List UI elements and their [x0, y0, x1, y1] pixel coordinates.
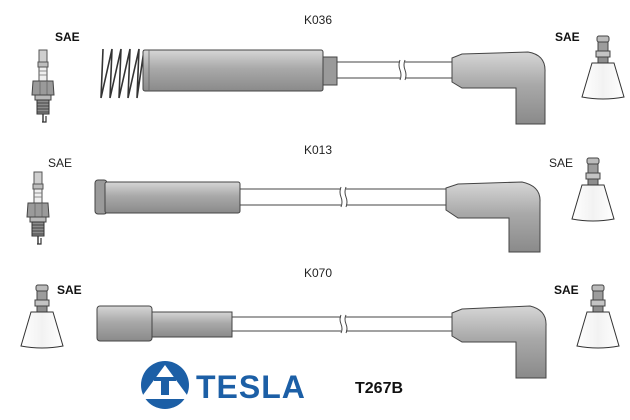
left-standard-label: SAE [57, 283, 82, 297]
spark-plug-icon [26, 171, 50, 245]
right-standard-label: SAE [555, 30, 580, 44]
right-standard-label: SAE [549, 156, 573, 170]
straight-boot-connector [94, 179, 241, 215]
angled-boot-connector [445, 181, 541, 253]
distributor-terminal-icon [581, 35, 625, 100]
cable-code-label: K070 [304, 266, 332, 280]
angled-boot-connector [451, 305, 547, 379]
long-boot-connector [142, 49, 338, 92]
cable-code-label: K036 [304, 13, 332, 27]
distributor-terminal-icon [576, 284, 620, 349]
ignition-wire [240, 186, 448, 208]
right-standard-label: SAE [554, 283, 579, 297]
spark-plug-icon [31, 49, 55, 123]
left-standard-label: SAE [48, 156, 72, 170]
angled-boot-connector [451, 51, 546, 125]
part-number: T267B [355, 380, 403, 397]
cable-code-label: K013 [304, 143, 332, 157]
straight-boot-connector [96, 305, 233, 342]
ignition-wire [337, 59, 452, 81]
ignition-wire [232, 314, 452, 334]
distributor-terminal-icon [571, 157, 615, 222]
tesla-logo-icon [141, 361, 189, 409]
brand-name: TESLA [196, 369, 306, 405]
left-standard-label: SAE [55, 30, 80, 44]
spring-coil-icon [100, 48, 145, 99]
